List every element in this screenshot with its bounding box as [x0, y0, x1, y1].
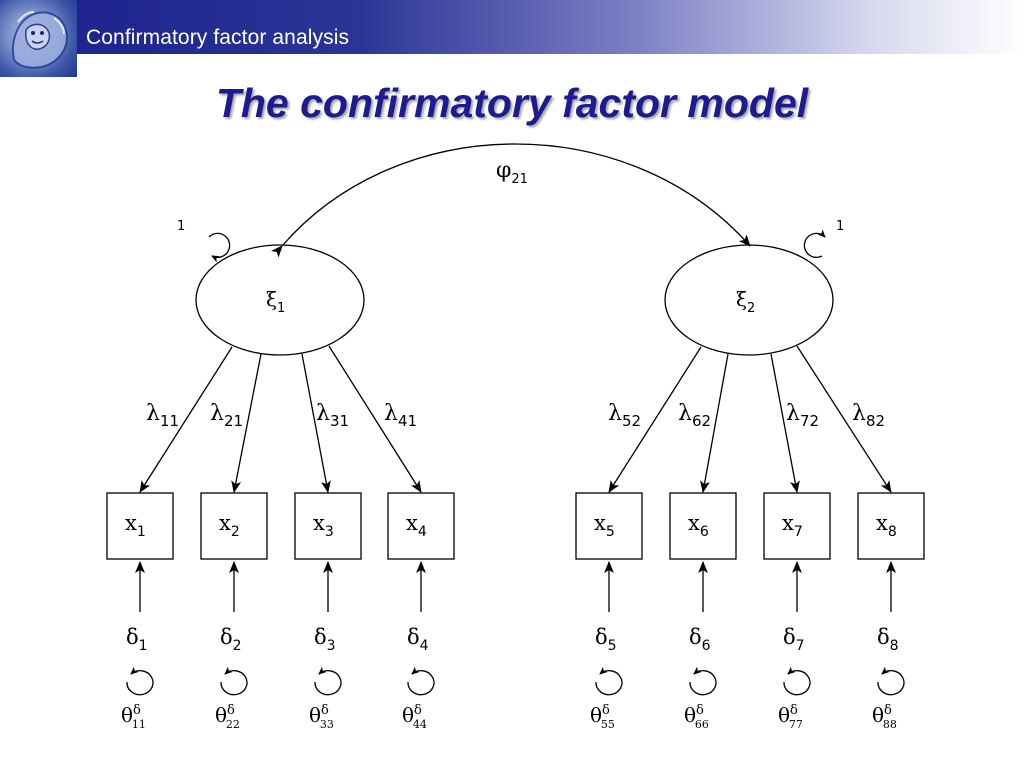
factor-2-variance-label: 1: [836, 219, 844, 234]
loading-arrow-5: [608, 346, 702, 493]
loading-label-2: λ21: [210, 401, 243, 430]
loading-label-3: λ31: [316, 401, 349, 430]
factor-1-variance-loop: [208, 232, 231, 263]
error-variance-loop-4: [407, 666, 435, 696]
error-variance-loop-6: [689, 666, 717, 696]
error-label-1: δ1: [126, 625, 148, 654]
indicator-box-1: [106, 492, 174, 560]
indicator-box-2: [200, 492, 268, 560]
indicator-box-5: [575, 492, 643, 560]
loading-arrow-1: [139, 346, 233, 493]
error-label-5: δ5: [595, 625, 617, 654]
loading-arrow-7: [770, 353, 800, 493]
error-variance-loop-7: [783, 666, 811, 696]
loading-arrow-8: [796, 345, 892, 493]
factor-2-ellipse: [664, 244, 834, 356]
indicator-box-4: [387, 492, 455, 560]
error-variance-loop-8: [877, 666, 905, 696]
loading-label-6: λ62: [678, 401, 711, 430]
factor-1-variance-label: 1: [177, 219, 185, 234]
error-variance-loop-2: [220, 666, 248, 696]
factor-2-label: ξ2: [736, 287, 755, 316]
covariance-label: φ21: [496, 158, 528, 187]
indicator-label-5: x5: [594, 511, 615, 540]
banner-title: Confirmatory factor analysis: [86, 26, 350, 49]
loading-label-8: λ82: [852, 401, 885, 430]
loading-label-4: λ41: [384, 401, 417, 430]
error-label-2: δ2: [220, 625, 242, 654]
error-label-7: δ7: [783, 625, 805, 654]
factor-1-label: ξ1: [266, 287, 285, 316]
loading-label-7: λ72: [786, 401, 819, 430]
factor-2-variance-loop: [803, 229, 826, 259]
indicator-label-2: x2: [219, 511, 240, 540]
loading-arrow-4: [328, 345, 422, 493]
error-label-6: δ6: [689, 625, 711, 654]
indicator-label-8: x8: [876, 511, 897, 540]
error-label-3: δ3: [314, 625, 336, 654]
loading-arrow-6: [700, 353, 729, 493]
error-label-8: δ8: [877, 625, 899, 654]
factor-1-ellipse: [195, 244, 365, 356]
indicator-box-8: [857, 492, 925, 560]
indicator-box-6: [669, 492, 737, 560]
error-variance-loop-5: [595, 666, 623, 696]
indicator-label-4: x4: [406, 511, 427, 540]
header-banner: [0, 0, 1024, 54]
loading-arrow-3: [301, 353, 331, 493]
covariance-arc: [271, 143, 751, 258]
indicator-label-1: x1: [125, 511, 146, 540]
loading-label-5: λ52: [608, 401, 641, 430]
loading-arrow-2: [231, 353, 262, 493]
indicator-box-3: [294, 492, 362, 560]
indicator-label-3: x3: [313, 511, 334, 540]
error-variance-loop-1: [126, 666, 154, 696]
error-variance-loop-3: [314, 666, 342, 696]
error-label-4: δ4: [407, 625, 429, 654]
indicator-label-6: x6: [688, 511, 709, 540]
indicator-label-7: x7: [782, 511, 803, 540]
lion-crest-logo: [0, 0, 77, 77]
slide-title: The confirmatory factor model: [215, 80, 809, 126]
indicator-box-7: [763, 492, 831, 560]
loading-label-1: λ11: [146, 401, 179, 430]
